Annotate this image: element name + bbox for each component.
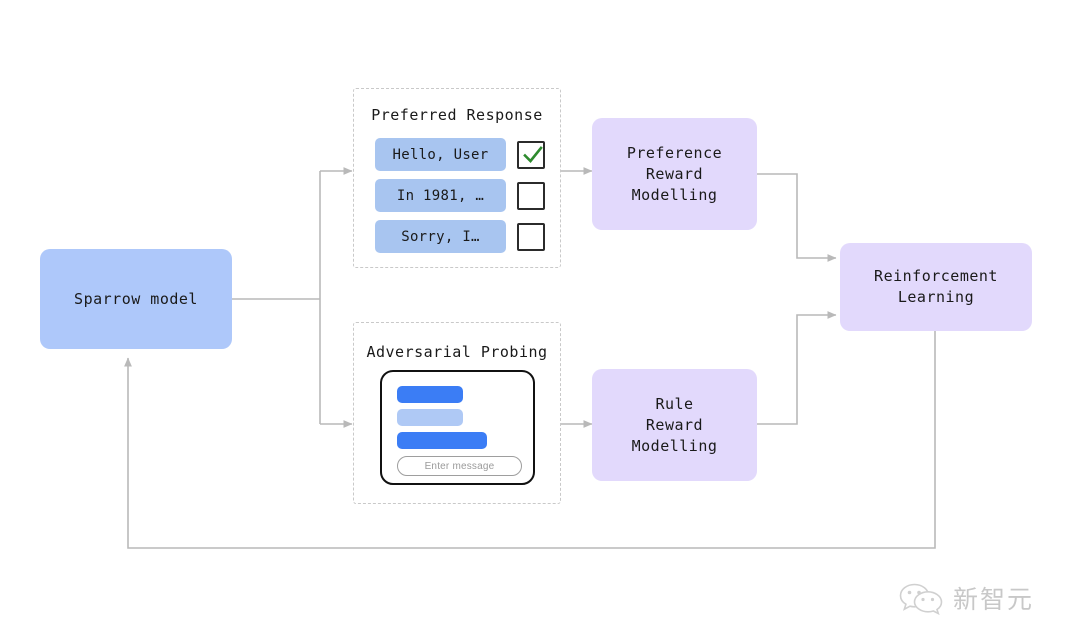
- chat-bubble-3: [397, 432, 487, 449]
- node-sparrow-model[interactable]: Sparrow model: [40, 249, 232, 349]
- node-reinforcement-learning[interactable]: Reinforcement Learning: [840, 243, 1032, 331]
- chat-bubble-2: [397, 409, 463, 426]
- preferred-response-row-2[interactable]: In 1981, …: [375, 179, 545, 212]
- group-preferred-response-title: Preferred Response: [371, 106, 543, 124]
- response-checkbox-3[interactable]: [517, 222, 545, 251]
- check-icon: [523, 145, 543, 163]
- watermark: 新智元: [898, 580, 1034, 616]
- group-adversarial-probing-title: Adversarial Probing: [366, 343, 548, 361]
- response-text-3[interactable]: Sorry, I…: [375, 220, 506, 253]
- chat-bubble-1: [397, 386, 463, 403]
- response-text-1[interactable]: Hello, User: [375, 138, 506, 171]
- response-text-2[interactable]: In 1981, …: [375, 179, 506, 212]
- node-rule-reward-modelling[interactable]: Rule Reward Modelling: [592, 369, 757, 481]
- group-preferred-response: [353, 88, 561, 268]
- wechat-icon: [899, 583, 943, 615]
- watermark-text: 新智元: [953, 585, 1035, 614]
- node-preference-reward-modelling[interactable]: Preference Reward Modelling: [592, 118, 757, 230]
- wire-rule-rm-to-rl: [757, 311, 837, 425]
- response-checkbox-2[interactable]: [517, 181, 545, 210]
- chat-message-input[interactable]: Enter message: [397, 456, 522, 476]
- preferred-response-row-1[interactable]: Hello, User: [375, 138, 545, 171]
- preferred-response-row-3[interactable]: Sorry, I…: [375, 220, 545, 253]
- chat-mock-window[interactable]: Enter message: [380, 370, 535, 485]
- response-checkbox-1[interactable]: [517, 140, 545, 169]
- group-adversarial-probing: [353, 322, 561, 504]
- wire-preference-rm-to-rl: [757, 173, 837, 262]
